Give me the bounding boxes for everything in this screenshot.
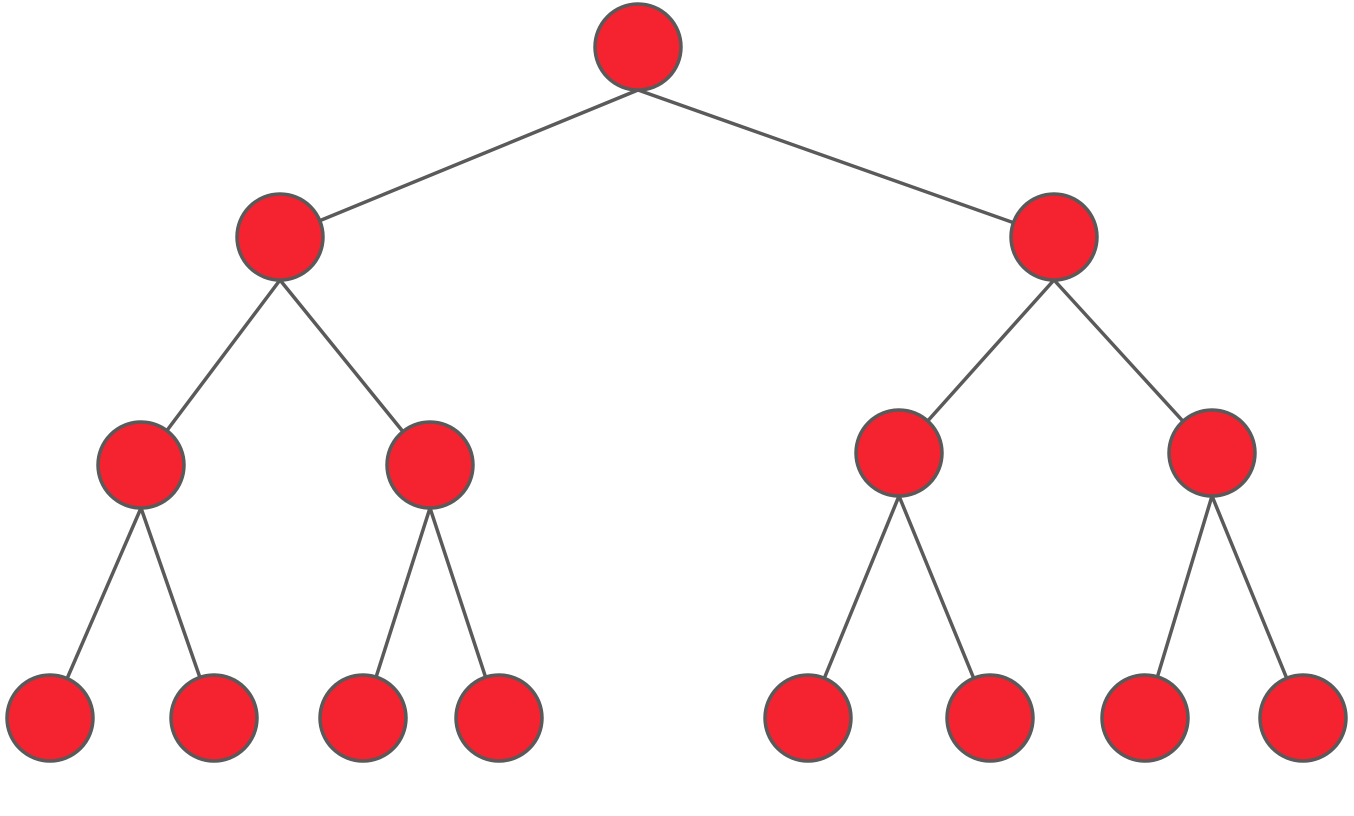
tree-node-n9 [318,673,408,763]
tree-node-n6 [1167,408,1257,498]
tree-node-n0 [593,2,683,92]
tree-node-n11 [763,673,853,763]
tree-node-n3 [96,420,186,510]
tree-node-n14 [1258,673,1348,763]
tree-node-n8 [169,673,259,763]
tree-node-n7 [5,673,95,763]
edges [48,88,1305,719]
edge-n0-n1 [279,88,639,239]
tree-node-n4 [385,420,475,510]
tree-node-n13 [1100,673,1190,763]
tree-node-n1 [235,192,325,282]
tree-node-n5 [854,408,944,498]
edge-n0-n2 [637,88,1055,239]
tree-node-n2 [1009,192,1099,282]
nodes [5,2,1348,763]
tree-node-n12 [945,673,1035,763]
tree-node-n10 [454,673,544,763]
